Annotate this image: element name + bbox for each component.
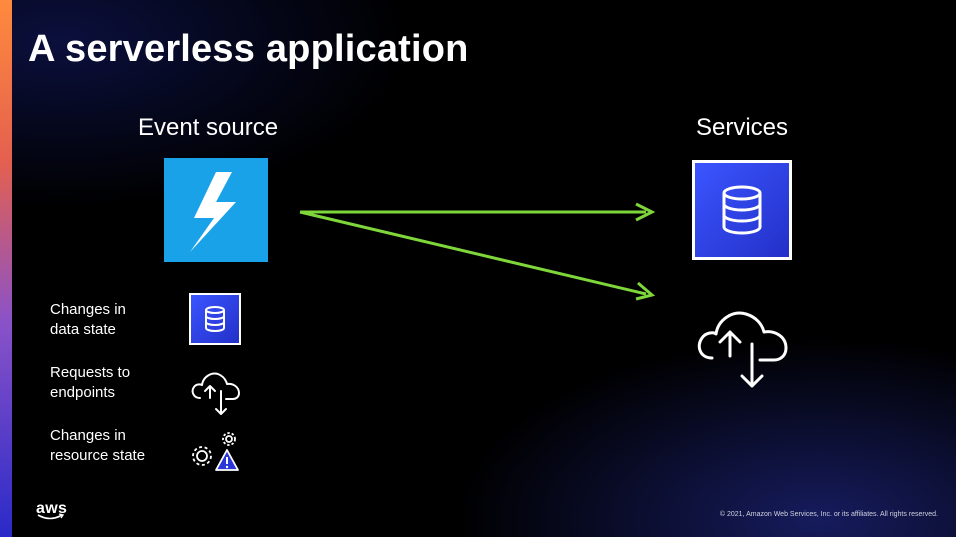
services-header: Services	[696, 114, 789, 141]
cloud-upload-download-icon	[690, 296, 794, 400]
row1-line2: data state	[50, 321, 116, 338]
accent-bar	[0, 0, 12, 537]
cloud-upload-download-icon	[188, 366, 244, 418]
row1-line1: Changes in	[50, 301, 126, 318]
aws-logo: aws	[36, 500, 68, 517]
event-source-header: Event source	[138, 114, 279, 141]
database-icon	[189, 293, 241, 345]
row3-line1: Changes in	[50, 427, 126, 444]
row2-line2: endpoints	[50, 384, 116, 401]
row-label-endpoints: Requests to endpoints	[50, 363, 180, 403]
row2-line1: Requests to	[50, 364, 131, 381]
row-label-data-state: Changes in data state	[50, 300, 180, 340]
copyright-notice: © 2021, Amazon Web Services, Inc. or its…	[719, 511, 938, 518]
row-label-resource-state: Changes in resource state	[50, 426, 180, 466]
lambda-lightning-icon	[164, 158, 268, 262]
database-service-icon	[692, 160, 792, 260]
aws-smile-icon	[37, 513, 65, 520]
slide-title: A serverless application	[28, 28, 469, 70]
gears-warning-icon	[188, 430, 244, 474]
row3-line2: resource state	[50, 447, 146, 464]
